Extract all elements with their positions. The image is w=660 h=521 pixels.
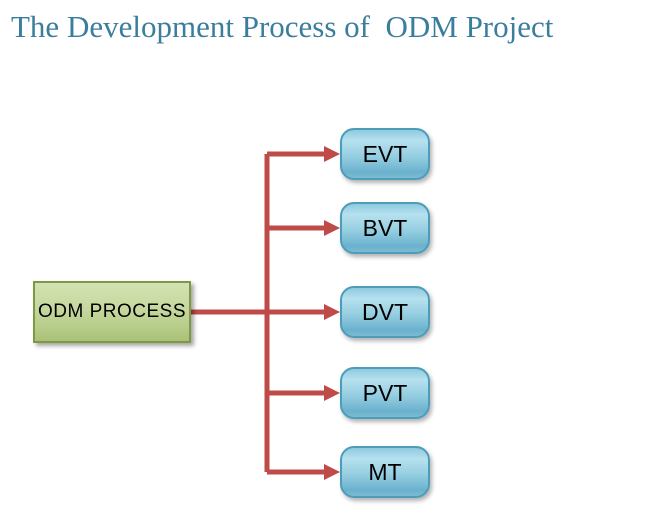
node-bvt[interactable]: BVT bbox=[340, 202, 430, 254]
node-pvt[interactable]: PVT bbox=[340, 367, 430, 419]
node-pvt-label: PVT bbox=[362, 379, 408, 406]
arrowhead-mt-icon bbox=[324, 464, 340, 480]
node-evt[interactable]: EVT bbox=[340, 128, 430, 180]
arrowhead-dvt-icon bbox=[324, 304, 340, 320]
arrowhead-pvt-icon bbox=[324, 385, 340, 401]
node-mt[interactable]: MT bbox=[340, 446, 430, 498]
arrowhead-evt-icon bbox=[324, 146, 340, 162]
node-evt-label: EVT bbox=[362, 140, 408, 167]
node-dvt-label: DVT bbox=[362, 298, 408, 325]
node-mt-label: MT bbox=[368, 458, 402, 485]
node-odm-process-label: ODM PROCESS bbox=[37, 301, 187, 322]
node-dvt[interactable]: DVT bbox=[340, 286, 430, 338]
node-bvt-label: BVT bbox=[362, 214, 408, 241]
diagram-title: The Development Process of ODM Project bbox=[11, 9, 554, 44]
arrowhead-bvt-icon bbox=[324, 220, 340, 236]
node-odm-process[interactable]: ODM PROCESS bbox=[33, 281, 191, 343]
